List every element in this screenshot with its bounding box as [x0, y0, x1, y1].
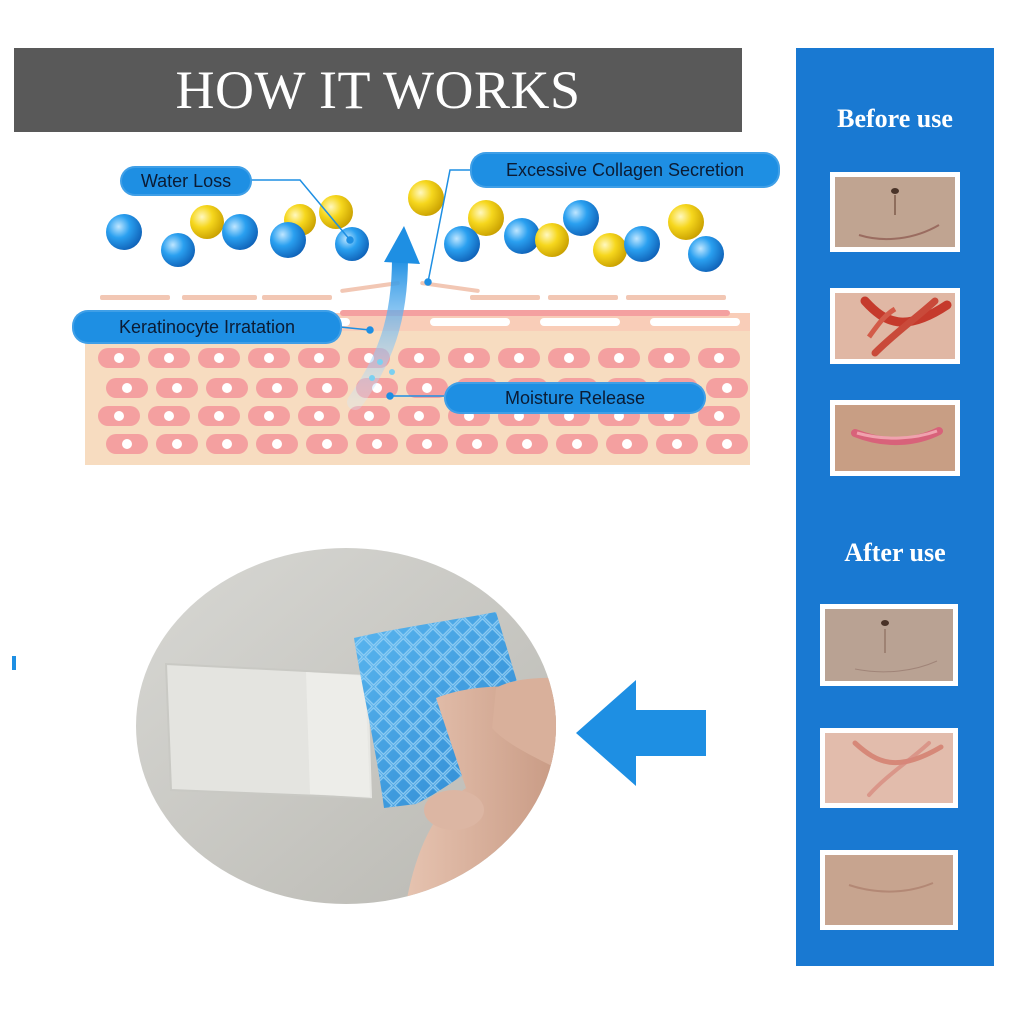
header-banner [14, 48, 742, 132]
skin-cell-nucleus [214, 411, 224, 421]
skin-cell-nucleus [714, 411, 724, 421]
skin-cell-nucleus [264, 411, 274, 421]
skin-cell-nucleus [564, 353, 574, 363]
skin-cell-nucleus [322, 383, 332, 393]
skin-cell-nucleus [722, 383, 732, 393]
decorative-mark [12, 656, 16, 670]
skin-cell-nucleus [122, 439, 132, 449]
skin-cell-nucleus [322, 439, 332, 449]
skin-cell-nucleus [164, 353, 174, 363]
skin-cell-nucleus [714, 353, 724, 363]
molecule-balls [106, 180, 724, 272]
product-photo [136, 548, 556, 904]
skin-cell-nucleus [272, 383, 282, 393]
label-keratinocyte: Keratinocyte Irratation [72, 310, 342, 344]
skin-cell-nucleus [222, 439, 232, 449]
skin-cell-nucleus [664, 353, 674, 363]
after-photo-abdomen [820, 604, 958, 686]
skin-cell-nucleus [314, 353, 324, 363]
label-collagen-text: Excessive Collagen Secretion [505, 159, 745, 180]
skin-cell-nucleus [264, 353, 274, 363]
skin-cell-nucleus [372, 439, 382, 449]
skin-cell-nucleus [422, 439, 432, 449]
after-photo-scar [820, 850, 958, 930]
label-moisture-text: Moisture Release [504, 387, 646, 408]
skin-cell-nucleus [364, 411, 374, 421]
skin-cell-nucleus [214, 353, 224, 363]
after-use-heading: After use [844, 538, 946, 567]
skin-cell-nucleus [522, 439, 532, 449]
before-photo-arm [830, 288, 960, 364]
skin-cell-nucleus [672, 439, 682, 449]
connector-lines [250, 169, 470, 400]
label-water-loss: Water Loss [120, 166, 252, 196]
up-arrow-icon [347, 226, 420, 410]
page-title: HOW IT WORKS [175, 60, 581, 120]
skin-cell-nucleus [414, 353, 424, 363]
after-photo-arm [820, 728, 958, 808]
skin-cell-nucleus [272, 439, 282, 449]
skin-cell-nucleus [422, 383, 432, 393]
before-photo-scar [830, 400, 960, 476]
label-collagen: Excessive Collagen Secretion [470, 152, 780, 188]
label-moisture: Moisture Release [444, 382, 706, 414]
left-arrow-icon [576, 680, 706, 786]
skin-cell-nucleus [164, 411, 174, 421]
skin-cell-nucleus [514, 353, 524, 363]
skin-cell-nucleus [122, 383, 132, 393]
skin-cell-nucleus [614, 353, 624, 363]
skin-cell-nucleus [172, 439, 182, 449]
skin-cell-nucleus [722, 439, 732, 449]
skin-cell-nucleus [572, 439, 582, 449]
skin-cell-nucleus [172, 383, 182, 393]
skin-cell-nucleus [472, 439, 482, 449]
skin-cell-nucleus [114, 353, 124, 363]
skin-cell-nucleus [314, 411, 324, 421]
skin-cell-nucleus [114, 411, 124, 421]
skin-cell-nucleus [222, 383, 232, 393]
skin-cell-nucleus [464, 353, 474, 363]
label-water-loss-text: Water Loss [140, 170, 232, 191]
skin-cell-nucleus [414, 411, 424, 421]
label-keratinocyte-text: Keratinocyte Irratation [118, 316, 296, 337]
before-photo-abdomen [830, 172, 960, 252]
before-use-heading: Before use [837, 104, 953, 133]
skin-cell-nucleus [622, 439, 632, 449]
stratum-lines [100, 281, 726, 300]
